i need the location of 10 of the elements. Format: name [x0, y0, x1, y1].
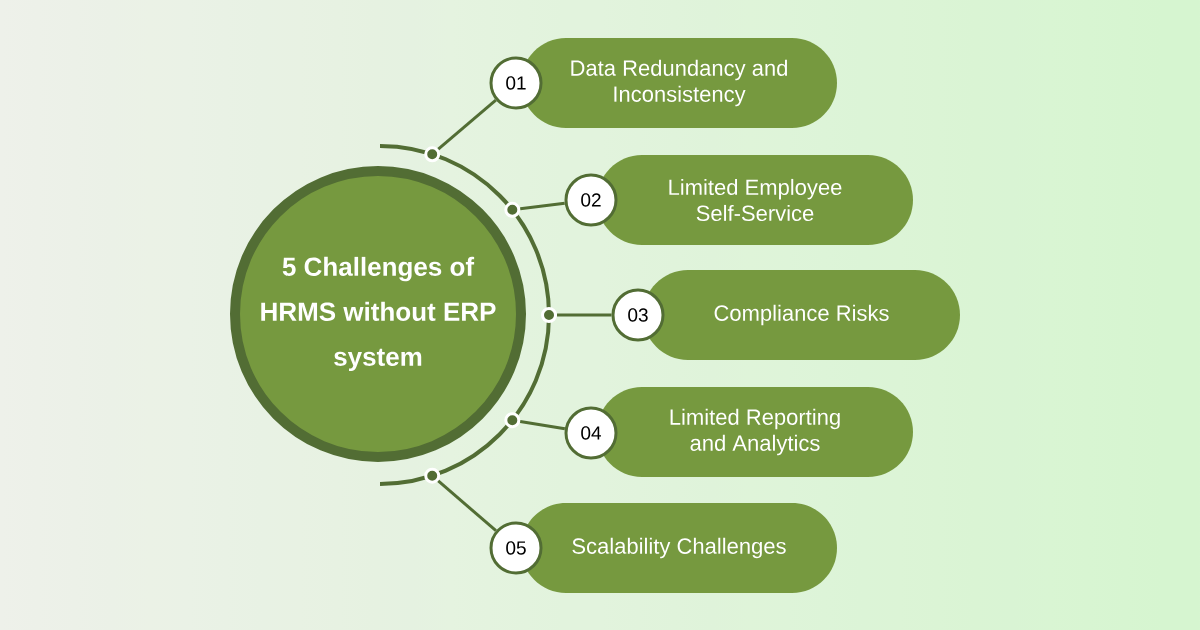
connector-line: [519, 420, 566, 431]
number-badge: 03: [611, 288, 665, 342]
connector-line: [557, 313, 612, 317]
number-badge: 01: [489, 56, 543, 110]
number-badge: 04: [564, 406, 618, 460]
number-badge: 02: [564, 173, 618, 227]
connector-line: [437, 479, 497, 532]
connector-line: [437, 99, 497, 151]
number-badge: 05: [489, 521, 543, 575]
connector-line: [520, 201, 565, 211]
